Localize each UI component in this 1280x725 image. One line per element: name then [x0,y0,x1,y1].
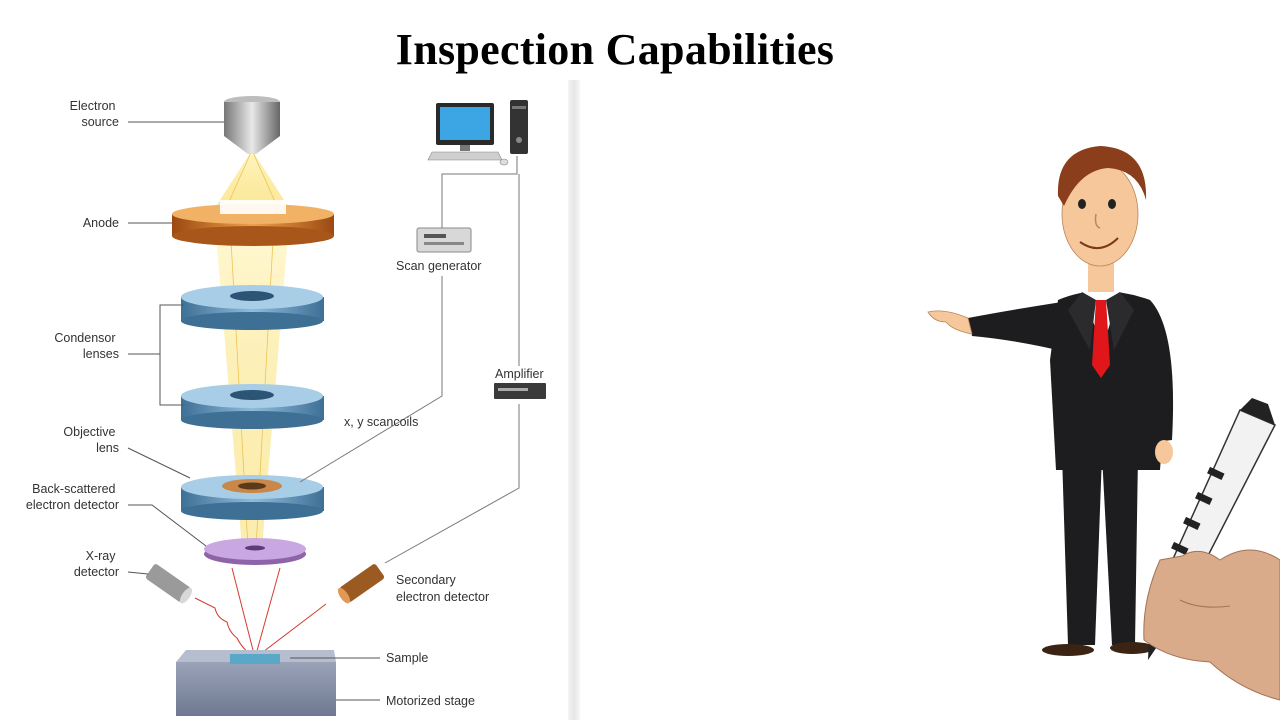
presenter-hand [927,310,973,335]
computer-icon [427,100,528,166]
label-motorized-stage: Motorized stage [386,694,475,708]
label-condensor-lenses: Condensor lenses [54,331,119,361]
presenter-illustration [927,146,1174,656]
label-electron-source: Electron source [70,99,119,129]
presenter-tie [1092,300,1110,378]
condenser-lens-lower [181,384,324,429]
presenter-legs [1042,455,1154,656]
secondary-detector [337,564,385,604]
hand-icon [1143,549,1280,701]
sample [230,654,280,664]
label-amplifier: Amplifier [495,367,544,381]
xray-detector [145,564,193,604]
label-xray-detector: X-ray detector [74,549,119,579]
page-title: Inspection Capabilities [395,25,835,74]
emission-rays [194,567,327,659]
objective-lens [181,475,324,520]
label-secondary-detector: Secondary electron detector [396,573,489,604]
panel-divider [568,80,580,720]
label-anode: Anode [83,216,119,230]
sem-diagram: Electron source Anode Condensor lenses O… [26,96,546,716]
scan-generator-icon [416,227,472,253]
electron-source [224,96,280,154]
backscattered-detector [204,538,306,565]
label-objective-lens: Objective lens [63,425,119,455]
wiring [299,156,520,564]
anode [172,200,334,246]
presenter-left-arm [968,302,1066,352]
label-sample: Sample [386,651,428,665]
motorized-stage [176,650,336,716]
amplifier-icon [494,383,546,399]
presenter-jacket [1050,290,1168,470]
label-backscattered: Back-scattered electron detector [26,482,119,512]
presenter-right-arm [1150,300,1174,442]
condenser-lens-upper [181,285,324,330]
presenter-head [1057,146,1147,267]
leader-lines [127,121,380,701]
sem-diagram-panel: Electron source Anode Condensor lenses O… [0,80,580,720]
label-scan-generator: Scan generator [396,259,481,273]
label-scancoils: x, y scancoils [344,415,418,429]
drawing-hand-illustration [1143,398,1280,701]
